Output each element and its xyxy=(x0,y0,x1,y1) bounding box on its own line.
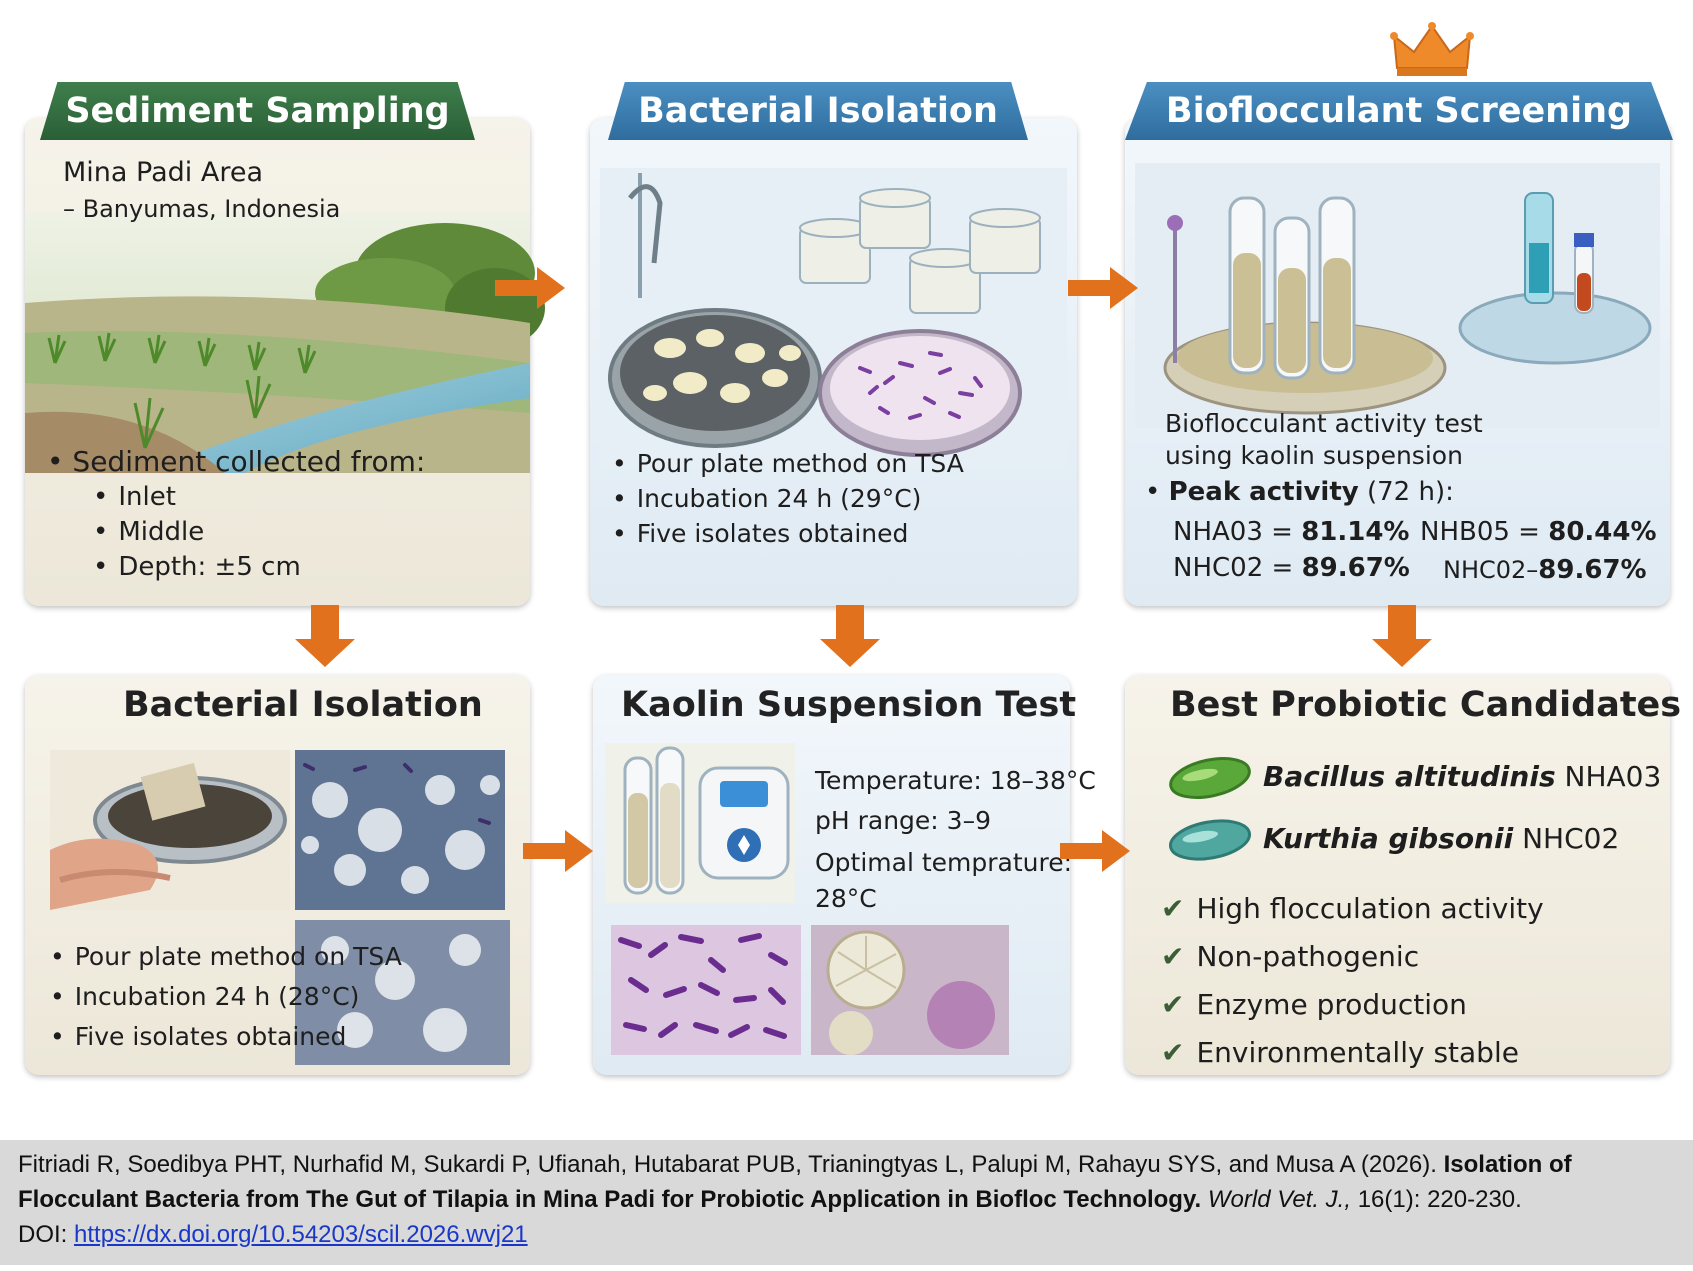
list-item: Incubation 24 h (29°C) xyxy=(612,481,964,516)
list-item: Pour plate method on TSA xyxy=(612,446,964,481)
list-item: Five isolates obtained xyxy=(50,1017,402,1057)
location-name: Mina Padi Area xyxy=(63,157,264,188)
sediment-sampling-banner: Sediment Sampling xyxy=(40,82,475,140)
bacterial-isolation-banner: Bacterial Isolation xyxy=(608,82,1028,140)
arrow-right-icon xyxy=(495,267,565,309)
best-candidates-panel: Best Probiotic Candidates Bacillus altit… xyxy=(1125,675,1681,1077)
arrow-right-icon xyxy=(1060,830,1130,872)
peak-activity-label: • Peak activity (72 h): xyxy=(1145,477,1454,507)
rice-field-illustration xyxy=(25,213,545,473)
arrow-down-icon xyxy=(1372,605,1432,667)
rod-bacteria-micrograph xyxy=(611,925,801,1055)
isolation-steps-list: Pour plate method on TSA Incubation 24 h… xyxy=(612,446,964,551)
petri-dish-illustration xyxy=(600,168,1067,468)
citation-title: Isolation of Flocculant Bacteria from Th… xyxy=(18,1151,1572,1213)
arrow-right-icon xyxy=(1068,267,1138,309)
param-optimal-label: Optimal temprature: xyxy=(815,848,1073,877)
candidate-bacillus: Bacillus altitudinis NHA03 xyxy=(1263,760,1662,793)
list-item: High flocculation activity xyxy=(1161,885,1543,933)
kaolin-test-panel: Kaolin Suspension Test Temperature: 18–3… xyxy=(593,675,1096,1075)
location-region: – Banyumas, Indonesia xyxy=(63,195,341,223)
bioflocculant-screening-banner: Bioflocculant Screening xyxy=(1125,82,1673,140)
list-item: Inlet xyxy=(93,480,301,515)
sampling-points-list: Inlet Middle Depth: ±5 cm xyxy=(93,480,301,585)
bacillus-cell-icon xyxy=(1169,757,1251,799)
arrow-right-icon xyxy=(523,830,593,872)
list-item: Middle xyxy=(93,515,301,550)
sediment-dish-illustration xyxy=(50,750,290,910)
list-item: Enzyme production xyxy=(1161,981,1544,1029)
citation-details: 16(1): 220-230. xyxy=(1351,1186,1522,1213)
citation-authors: Fitriadi R, Soedibya PHT, Nurhafid M, Su… xyxy=(18,1151,1444,1178)
bacterial-isolation-detail-panel: Bacterial Isolation Pour plate method on… xyxy=(25,675,530,1075)
screening-description-line2: using kaolin suspension xyxy=(1165,441,1463,470)
colony-micrograph xyxy=(811,925,1009,1055)
param-ph-range: pH range: 3–9 xyxy=(815,806,991,835)
arrow-down-icon xyxy=(295,605,355,667)
list-item: Non-pathogenic xyxy=(1161,933,1544,981)
isolation-detail-list: Pour plate method on TSA Incubation 24 h… xyxy=(50,937,402,1057)
doi-label: DOI: xyxy=(18,1221,75,1248)
list-item: Incubation 24 h (28°C) xyxy=(50,977,402,1017)
list-item: Five isolates obtained xyxy=(612,516,964,551)
list-item: Environmentally stable xyxy=(1161,1029,1544,1077)
crown-icon xyxy=(1390,22,1474,76)
kurthia-cell-icon xyxy=(1168,819,1252,861)
screening-description-line1: Bioflocculant activity test xyxy=(1165,409,1483,438)
result-nhc02-duplicate: NHC02–89.67% xyxy=(1443,555,1647,585)
bacterial-isolation-panel: Pour plate method on TSA Incubation 24 h… xyxy=(590,118,1077,606)
citation-journal: World Vet. J., xyxy=(1207,1186,1352,1213)
param-temperature: Temperature: 18–38°C xyxy=(815,766,1096,795)
param-optimal-value: 28°C xyxy=(815,884,877,913)
list-item: Depth: ±5 cm xyxy=(93,550,300,585)
arrow-down-icon xyxy=(820,605,880,667)
doi-link[interactable]: https://dx.doi.org/10.54203/scil.2026.wv… xyxy=(74,1221,528,1248)
sediment-bullet-main: • Sediment collected from: xyxy=(47,445,426,478)
result-nhc02: NHC02 = 89.67% xyxy=(1173,553,1410,583)
list-item: Pour plate method on TSA xyxy=(50,937,402,977)
sediment-sampling-panel: Mina Padi Area – Banyumas, Indonesia • S… xyxy=(25,118,545,606)
result-nhb05: NHB05 = 80.44% xyxy=(1420,517,1657,547)
panel-title: Kaolin Suspension Test xyxy=(621,685,1077,725)
candidate-properties-list: High flocculation activity Non-pathogeni… xyxy=(1161,885,1544,1077)
panel-title: Bacterial Isolation xyxy=(123,685,483,725)
result-nha03: NHA03 = 81.14% xyxy=(1173,517,1410,547)
test-tubes-illustration xyxy=(1135,163,1660,428)
panel-title: Best Probiotic Candidates xyxy=(1170,685,1682,725)
candidate-kurthia: Kurthia gibsonii NHC02 xyxy=(1263,822,1620,855)
colonies-micrograph xyxy=(295,750,505,910)
bioflocculant-screening-panel: Bioflocculant activity test using kaolin… xyxy=(1125,118,1670,606)
kaolin-equipment-illustration xyxy=(605,743,795,903)
citation-box: Fitriadi R, Soedibya PHT, Nurhafid M, Su… xyxy=(0,1140,1693,1265)
